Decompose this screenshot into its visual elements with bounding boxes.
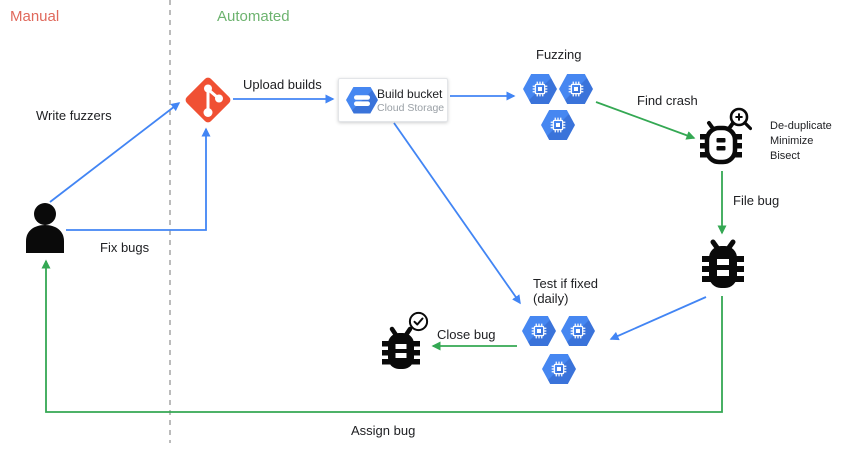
section-label-automated: Automated [217, 8, 290, 25]
test-bot-icon [542, 354, 576, 384]
arrow-fix-bugs [66, 127, 211, 231]
person-icon [26, 203, 64, 253]
cloud-storage-icon [346, 86, 378, 114]
build-bucket-title: Build bucket [377, 86, 443, 101]
file-bug-label: File bug [733, 193, 780, 208]
bug-icon [702, 239, 744, 288]
upload-builds-label: Upload builds [243, 77, 322, 92]
assign-bug-label: Assign bug [351, 423, 416, 438]
bug-closed-icon [382, 326, 420, 369]
arrow-bug-to-test [609, 296, 707, 341]
test-bot-icon [522, 316, 556, 346]
fuzzing-bot-icon [541, 110, 575, 140]
bug-magnifier-icon [700, 107, 752, 165]
check-circle-icon [408, 311, 429, 332]
write-fuzzers-label: Write fuzzers [36, 108, 112, 123]
test-bot-icon [561, 316, 595, 346]
build-bucket-node: Build bucket Cloud Storage [338, 78, 448, 122]
fuzzing-cluster-label: Fuzzing [536, 47, 582, 62]
git-branch-glyph [203, 84, 223, 117]
build-bucket-subtitle: Cloud Storage [377, 101, 445, 114]
close-bug-label: Close bug [437, 327, 496, 342]
find-crash-label: Find crash [637, 93, 698, 108]
fuzzing-bot-icon [559, 74, 593, 104]
triage-steps-label: De-duplicate Minimize Bisect [770, 120, 832, 162]
fix-bugs-label: Fix bugs [100, 240, 150, 255]
fuzzing-bot-icon [523, 74, 557, 104]
test-cluster-label: Test if fixed (daily) [533, 276, 599, 306]
arrow-bucket-to-test [393, 122, 521, 305]
section-label-manual: Manual [10, 8, 60, 25]
